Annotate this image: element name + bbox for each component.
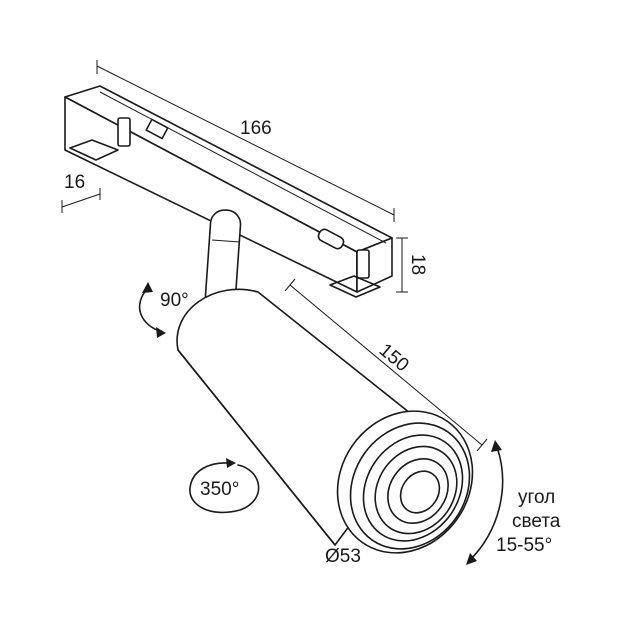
tilt-label: 90° xyxy=(160,290,189,311)
dimension-height: 18 xyxy=(396,237,428,293)
dimension-body-length-label: 150 xyxy=(375,340,413,376)
track-adapter xyxy=(64,85,393,298)
diameter-label: Ø53 xyxy=(325,546,361,567)
beam-angle-line2: света xyxy=(512,511,561,532)
beam-angle-line1: угол xyxy=(518,487,555,508)
dimension-width: 16 xyxy=(61,172,101,213)
tilt-arrow: 90° xyxy=(138,282,189,338)
beam-angle-line3: 15-55° xyxy=(496,535,552,556)
dimension-length-label: 166 xyxy=(240,118,272,139)
swivel-label: 350° xyxy=(200,479,239,500)
beam-angle-arrow xyxy=(466,440,504,565)
spotlight-body xyxy=(176,288,474,554)
dimension-length: 166 xyxy=(96,60,395,222)
dimension-height-label: 18 xyxy=(407,254,428,275)
swivel-arrow: 350° xyxy=(189,458,260,514)
dimension-width-label: 16 xyxy=(64,172,85,193)
